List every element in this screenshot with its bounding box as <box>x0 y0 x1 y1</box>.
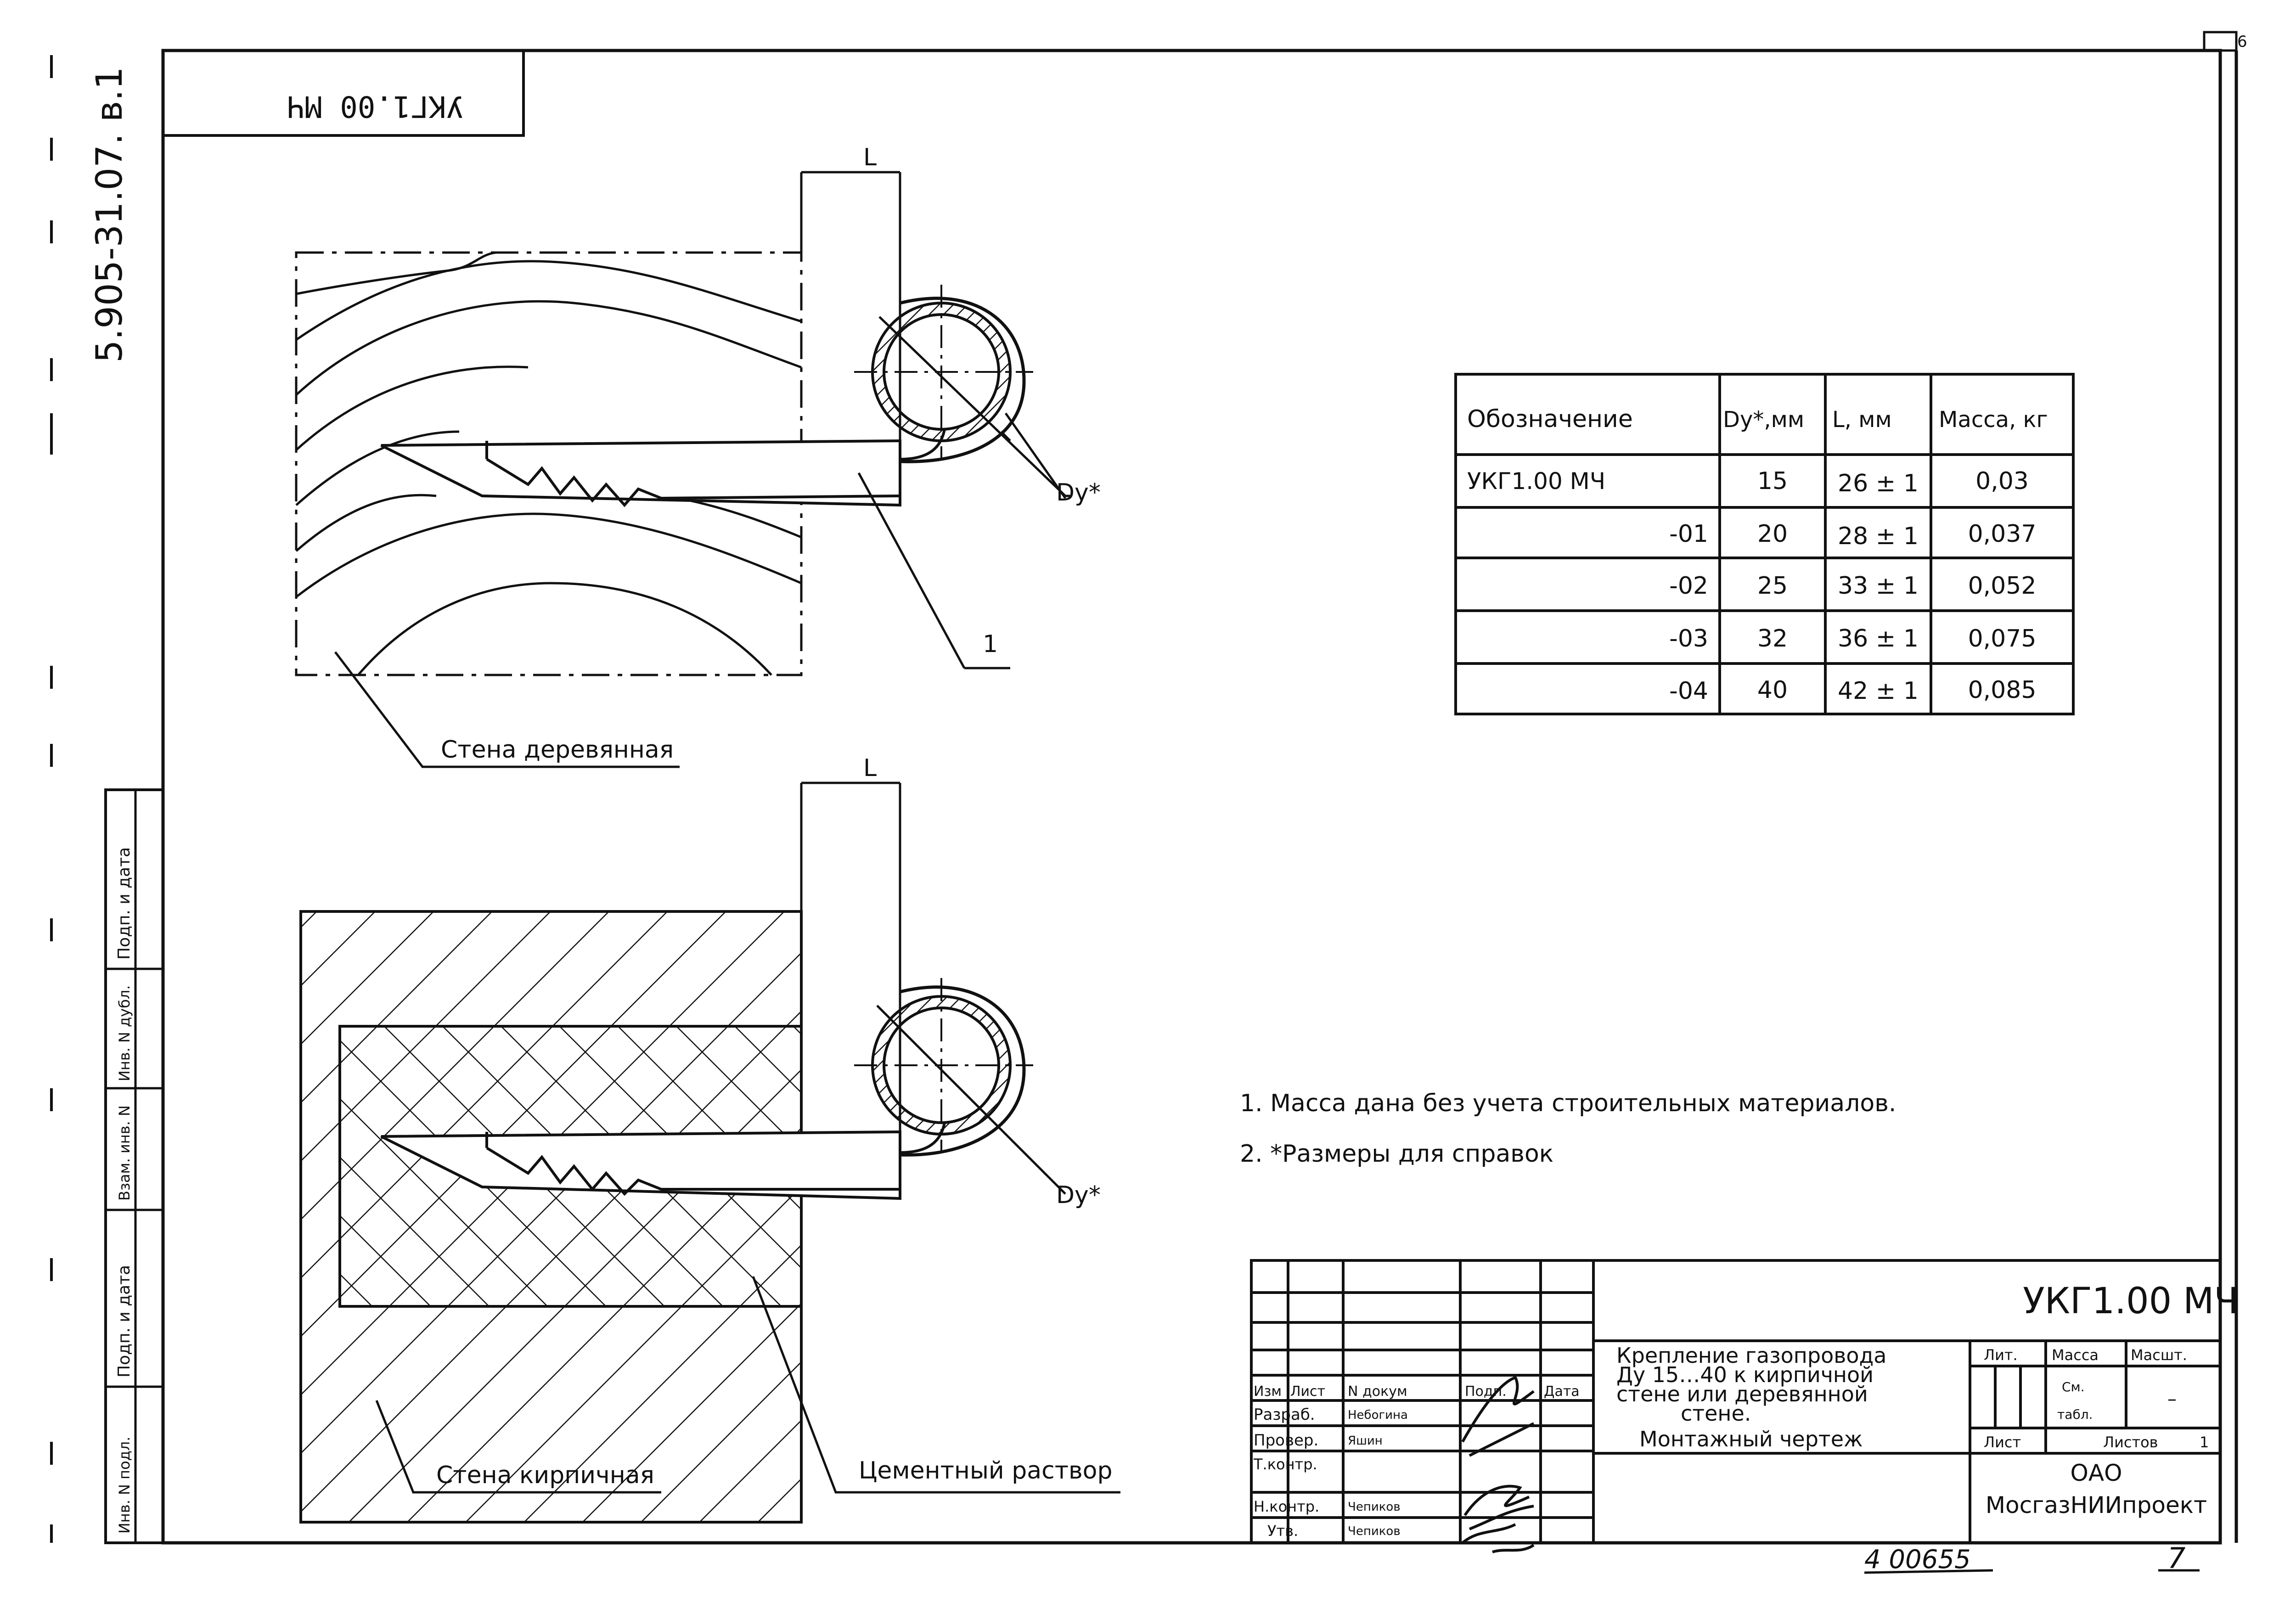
note-2: 2. *Размеры для справок <box>1240 1140 1553 1168</box>
dimension-label-top: L <box>863 144 877 171</box>
spec-table: Обозначение Dy*,мм L, мм Масса, кг УКГ1.… <box>1454 373 2075 715</box>
signature-marks <box>1461 1376 1535 1553</box>
header-box-label: УКГ1.00 МЧ <box>287 89 464 123</box>
mass-value-2: табл. <box>2057 1407 2093 1422</box>
table-cell-designation: УКГ1.00 МЧ <box>1467 468 1605 495</box>
inventory-number: 4 00655 <box>1864 1545 1971 1575</box>
title-subtitle: Монтажный чертеж <box>1639 1427 1863 1451</box>
sheets-value: 1 <box>2200 1434 2209 1451</box>
role-label: Утв. <box>1267 1522 1298 1540</box>
rev-col-sign: Подп. <box>1465 1383 1507 1400</box>
list-item: Т.контр. <box>1253 1456 1317 1473</box>
table-cell-designation: -01 <box>1669 520 1708 548</box>
detail-wood-wall: L Dy* 1 Стена деревянная <box>295 144 1101 768</box>
org-line-1: ОАО <box>2071 1460 2122 1486</box>
pipe-top <box>854 285 1070 497</box>
table-cell-mass: 0,03 <box>1975 467 2029 495</box>
label-brick-wall: Стена кирпичная <box>436 1462 654 1489</box>
table-cell-l: 36 ± 1 <box>1838 625 1919 652</box>
rev-col-date: Дата <box>1544 1383 1580 1400</box>
table-cell-mass: 0,052 <box>1968 572 2037 600</box>
label-wood-wall: Стена деревянная <box>441 736 674 764</box>
dimension-L-top <box>800 171 901 441</box>
title-line-2: Ду 15…40 к кирпичной <box>1616 1362 1874 1387</box>
list-item: Н.контр. Чепиков <box>1254 1498 1401 1515</box>
table-cell-dy: 20 <box>1757 520 1788 548</box>
col-lit: Лит. <box>1984 1346 2018 1364</box>
table-row: -01 20 28 ± 1 0,037 <box>1669 520 2036 550</box>
role-label: Н.контр. <box>1254 1498 1319 1515</box>
mass-value-1: См. <box>2062 1379 2085 1395</box>
pipe-bottom <box>854 978 1066 1195</box>
title-line-3: стене или деревянной <box>1616 1382 1868 1406</box>
header-box: УКГ1.00 МЧ <box>163 51 525 137</box>
table-row: -04 40 42 ± 1 0,085 <box>1669 676 2036 705</box>
table-cell-mass: 0,037 <box>1968 520 2037 548</box>
margin-stamp-column: Подп. и дата Инв. N дубл. Взам. инв. N П… <box>104 788 164 1544</box>
scale-value: – <box>2167 1389 2177 1410</box>
table-header-dy: Dy*,мм <box>1723 407 1804 433</box>
margin-label-1: Подп. и дата <box>115 847 134 960</box>
wood-grain <box>295 251 802 676</box>
role-label: Разраб. <box>1254 1406 1315 1424</box>
list-item: Утв. Чепиков <box>1267 1522 1401 1540</box>
diameter-label-bottom: Dy* <box>1056 1181 1101 1209</box>
vertical-doc-code: 5.905-31.07. в.1 <box>89 67 130 363</box>
col-scale: Масшт. <box>2131 1346 2187 1364</box>
title-block-code: УКГ1.00 МЧ <box>2023 1281 2239 1322</box>
table-cell-dy: 25 <box>1757 572 1788 600</box>
table-row: -03 32 36 ± 1 0,075 <box>1669 625 2036 652</box>
rev-col-list: Лист <box>1290 1383 1325 1400</box>
table-header-mass: Масса, кг <box>1939 407 2048 433</box>
list-item: Разраб. Небогина <box>1254 1406 1408 1424</box>
role-name: Яшин <box>1348 1434 1383 1448</box>
table-cell-mass: 0,075 <box>1968 625 2037 652</box>
title-line-1: Крепление газопровода <box>1616 1343 1886 1368</box>
table-cell-l: 33 ± 1 <box>1838 572 1919 600</box>
sheets-label: Листов <box>2103 1434 2158 1451</box>
margin-label-2: Инв. N дубл. <box>116 985 133 1081</box>
rev-col-izm: Изм <box>1254 1383 1282 1400</box>
table-cell-l: 28 ± 1 <box>1838 523 1919 550</box>
role-name: Чепиков <box>1348 1524 1401 1538</box>
dimension-L-bottom <box>800 782 901 1132</box>
callout-number: 1 <box>983 630 998 658</box>
table-cell-designation: -03 <box>1669 625 1708 652</box>
role-label: Т.контр. <box>1253 1456 1317 1473</box>
table-header-designation: Обозначение <box>1467 405 1633 433</box>
title-line-4: стене. <box>1681 1401 1751 1426</box>
rev-col-doc: N докум <box>1348 1383 1407 1400</box>
dimension-label-bottom: L <box>863 754 877 782</box>
sheet-label: Лист <box>1984 1434 2021 1451</box>
table-cell-designation: -02 <box>1669 572 1708 600</box>
margin-label-4: Подп. и дата <box>115 1265 134 1378</box>
margin-label-3: Взам. инв. N <box>116 1105 133 1201</box>
table-header-l: L, мм <box>1832 407 1892 433</box>
table-cell-dy: 40 <box>1757 676 1788 704</box>
table-row: -02 25 33 ± 1 0,052 <box>1669 572 2036 600</box>
org-line-2: МосгазНИИпроект <box>1986 1492 2207 1518</box>
table-cell-mass: 0,085 <box>1968 676 2037 704</box>
table-cell-designation: -04 <box>1669 677 1708 705</box>
role-name: Небогина <box>1348 1408 1408 1422</box>
label-cement: Цементный раствор <box>859 1457 1112 1485</box>
role-name: Чепиков <box>1348 1500 1401 1514</box>
table-cell-dy: 15 <box>1757 467 1788 495</box>
table-row: УКГ1.00 МЧ 15 26 ± 1 0,03 <box>1467 467 2029 497</box>
table-cell-dy: 32 <box>1757 625 1788 652</box>
margin-label-5: Инв. N подл. <box>116 1437 133 1534</box>
diameter-label-top: Dy* <box>1056 479 1101 506</box>
table-cell-l: 42 ± 1 <box>1838 677 1919 705</box>
list-item: Провер. Яшин <box>1254 1431 1383 1450</box>
mounting-bracket-top <box>380 413 947 507</box>
title-block: Изм Лист N докум Подп. Дата Разраб. Небо… <box>1250 1259 2239 1553</box>
table-cell-l: 26 ± 1 <box>1838 470 1919 497</box>
note-1: 1. Масса дана без учета строительных мат… <box>1240 1090 1896 1117</box>
col-mass: Масса <box>2052 1346 2099 1364</box>
sheet-corner-number: 6 <box>2237 33 2247 51</box>
role-label: Провер. <box>1254 1431 1318 1450</box>
detail-brick-wall: L Dy* Стена кирпичная Цементный раствор <box>299 754 1120 1524</box>
